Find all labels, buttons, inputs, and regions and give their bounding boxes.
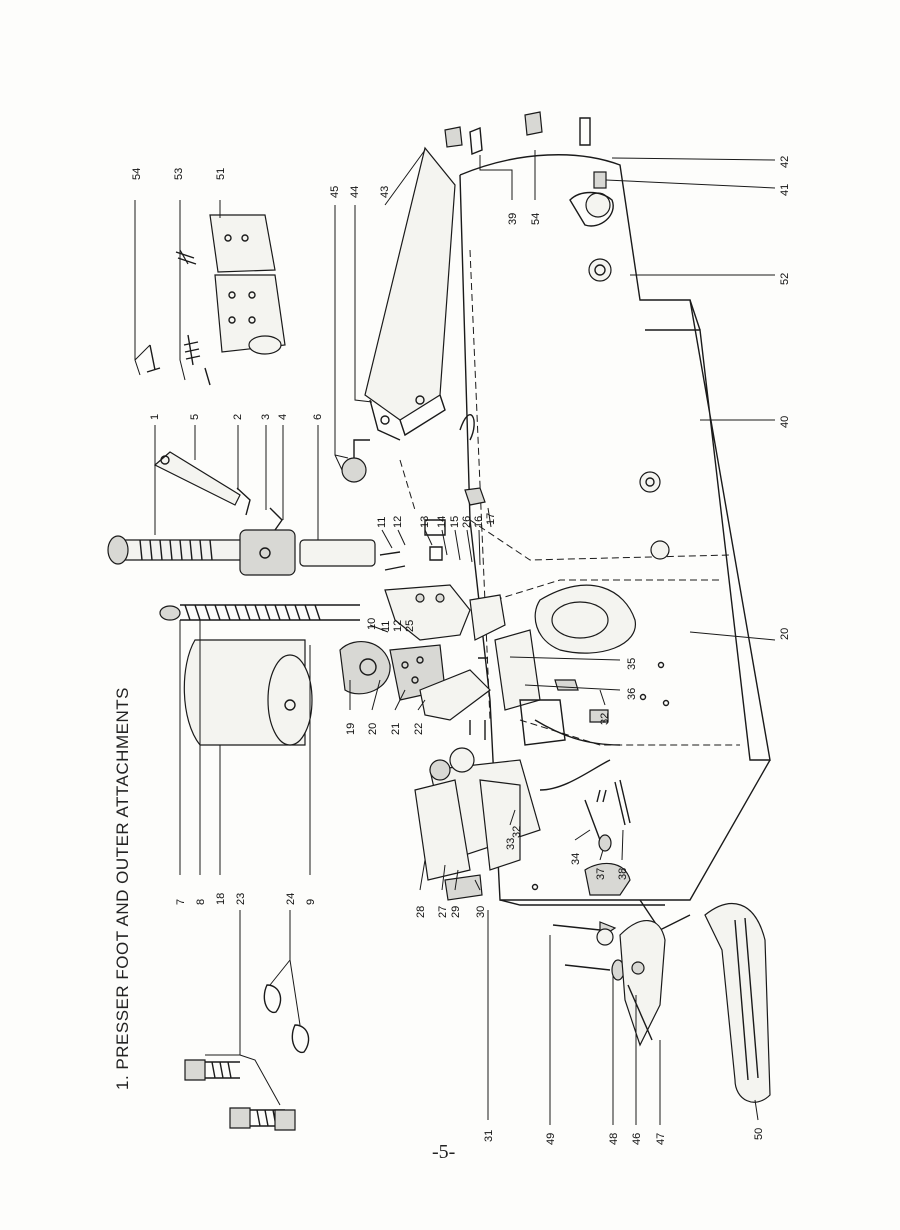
callout-41: 41 — [779, 184, 791, 196]
callout-49: 49 — [545, 1133, 557, 1145]
callout-16: 16 — [473, 516, 485, 528]
callout-8: 8 — [195, 899, 207, 905]
callout-42: 42 — [779, 156, 791, 168]
callout-13: 13 — [419, 516, 431, 528]
callout-6: 6 — [312, 414, 324, 420]
callout-54: 54 — [131, 168, 143, 180]
callout-14: 14 — [436, 516, 448, 528]
callout-9: 9 — [305, 899, 317, 905]
page-title: 1. PRESSER FOOT AND OUTER ATTACHMENTS — [113, 687, 132, 1090]
feed-mechanism — [339, 414, 621, 901]
callout-17: 17 — [485, 513, 497, 525]
hinge-assembly — [146, 214, 286, 386]
callout-37: 37 — [595, 868, 607, 880]
callout-26: 26 — [461, 516, 473, 528]
callout-20: 20 — [367, 723, 379, 735]
callout-40: 40 — [779, 416, 791, 428]
callout-39: 39 — [507, 213, 519, 225]
callout-24: 24 — [285, 893, 297, 905]
callout-10: 10 — [366, 618, 378, 630]
needle-plate-attachments — [552, 903, 771, 1103]
callout-31: 31 — [483, 1130, 495, 1142]
callout-1: 1 — [149, 414, 161, 420]
callout-48: 48 — [608, 1133, 620, 1145]
callout-34: 34 — [570, 853, 582, 865]
callout-28: 28 — [415, 906, 427, 918]
callout-47: 47 — [655, 1133, 667, 1145]
callout-12: 12 — [392, 516, 404, 528]
callout-12b: 12 — [392, 620, 404, 632]
callout-labels: 54 53 51 45 44 43 1 5 2 3 4 6 11 12 13 1… — [131, 156, 791, 1145]
leader-lines — [134, 149, 776, 1125]
callout-5: 5 — [189, 414, 201, 420]
callout-52: 52 — [779, 273, 791, 285]
bed-cover-plate — [341, 146, 456, 483]
machine-bed — [399, 154, 771, 931]
callout-23: 23 — [235, 893, 247, 905]
lower-screw-set — [184, 984, 310, 1131]
callout-2: 2 — [232, 414, 244, 420]
callout-19: 19 — [345, 723, 357, 735]
callout-53: 53 — [173, 168, 185, 180]
callout-50: 50 — [753, 1128, 765, 1140]
callout-43: 43 — [379, 186, 391, 198]
callout-27: 27 — [437, 906, 449, 918]
callout-21: 21 — [390, 723, 402, 735]
callout-35: 35 — [626, 658, 638, 670]
top-right-hardware — [444, 111, 614, 227]
callout-32b: 32 — [599, 713, 611, 725]
callout-54b: 54 — [530, 213, 542, 225]
callout-33: 33 — [505, 838, 517, 850]
callout-29: 29 — [450, 906, 462, 918]
callout-36: 36 — [626, 688, 638, 700]
presser-spring-rod — [159, 604, 360, 746]
callout-7: 7 — [175, 899, 187, 905]
thumb-screw-and-pin — [584, 779, 631, 852]
callout-44: 44 — [349, 186, 361, 198]
callout-32: 32 — [511, 826, 523, 838]
callout-38: 38 — [617, 868, 629, 880]
callout-11: 11 — [376, 517, 388, 528]
callout-11b: 11 — [380, 621, 392, 632]
callout-4: 4 — [277, 414, 289, 420]
callout-20b: 20 — [779, 628, 791, 640]
callout-51: 51 — [215, 168, 227, 180]
callout-15: 15 — [449, 516, 461, 528]
callout-45: 45 — [329, 186, 341, 198]
callout-3: 3 — [260, 414, 272, 420]
callout-18: 18 — [215, 893, 227, 905]
callout-22: 22 — [413, 723, 425, 735]
page-number: -5- — [432, 1141, 455, 1163]
callout-30: 30 — [475, 906, 487, 918]
callout-46: 46 — [631, 1133, 643, 1145]
presser-lever-assembly — [107, 451, 376, 576]
callout-25: 25 — [404, 620, 416, 632]
